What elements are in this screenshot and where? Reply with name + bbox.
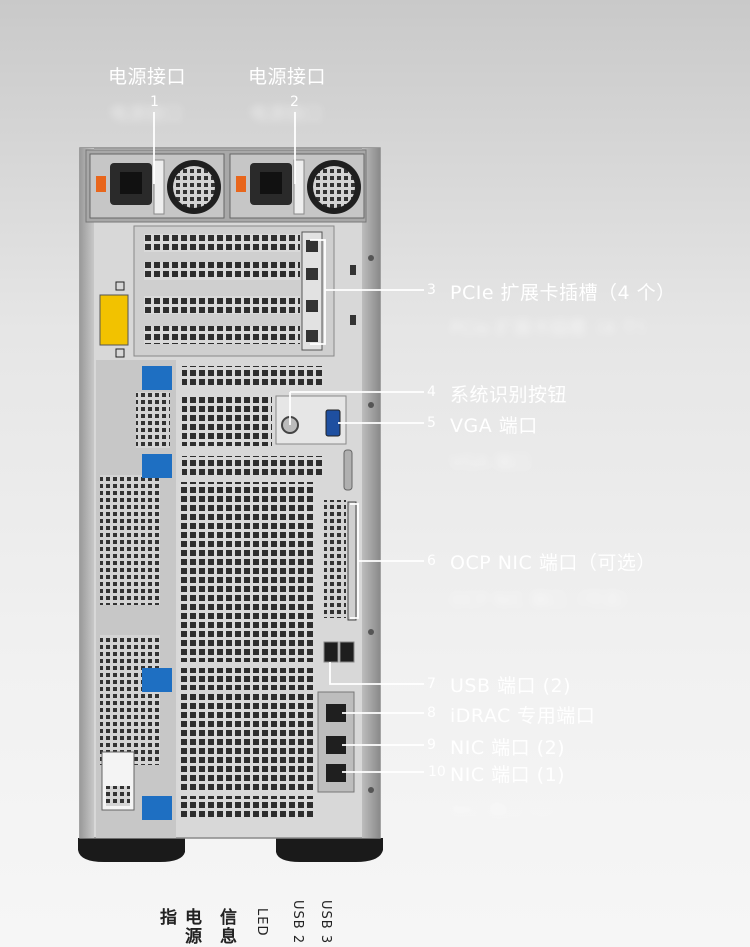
psu-label-1-reflection: 电源接口 [110, 104, 182, 125]
psu-2 [229, 153, 365, 219]
callout-5-number: 5 [427, 415, 436, 431]
callout-3-reflection: PCIe 扩展卡插槽（4 个） [450, 318, 657, 339]
left-foot [78, 838, 185, 862]
ocp-slot [347, 501, 357, 621]
callout-4-number: 4 [427, 384, 436, 400]
psu-1 [89, 153, 225, 219]
bottom-label-info: 信息 [216, 908, 236, 946]
callout-9-label: NIC 端口 (2) [450, 737, 566, 759]
blue-tab-3 [142, 668, 172, 692]
blue-tab-1 [142, 366, 172, 390]
psu-label-1-number: 1 [150, 94, 159, 110]
callout-8-label: iDRAC 专用端口 [450, 705, 596, 727]
caution-label [99, 294, 129, 346]
right-foot [276, 838, 383, 862]
psu-label-1: 电源接口 [108, 66, 187, 88]
usb-port-1 [323, 641, 339, 663]
callout-10-reflection: NIC 端口 (1) [450, 800, 555, 821]
psu-label-2-number: 2 [290, 94, 299, 110]
callout-7-label: USB 端口 (2) [450, 675, 571, 697]
callout-10-number: 10 [428, 764, 446, 780]
callout-7-number: 7 [427, 676, 436, 692]
blue-tab-2 [142, 454, 172, 478]
pcie-slots [144, 231, 323, 351]
psu-label-2: 电源接口 [248, 66, 327, 88]
callout-10-label: NIC 端口 (1) [450, 764, 566, 786]
bottom-label-led: LED [254, 908, 269, 937]
callout-9-number: 9 [427, 737, 436, 753]
bottom-label-power: 电源指 [156, 908, 201, 946]
callout-5-reflection: VGA 端口 [450, 452, 531, 473]
blue-tab-4 [142, 796, 172, 820]
nic-port-1 [326, 764, 346, 782]
callout-6-reflection: OCP NIC 端口（可选） [450, 590, 639, 611]
callout-8-number: 8 [427, 705, 436, 721]
bottom-label-usb2: USB 2 [290, 900, 305, 945]
callout-4-label: 系统识别按钮 [450, 384, 568, 406]
callout-3-number: 3 [427, 282, 436, 298]
usb-port-2 [339, 641, 355, 663]
bottom-label-usb3: USB 3 [318, 900, 333, 945]
idrac-port [326, 704, 346, 722]
psu-label-2-reflection: 电源接口 [250, 104, 322, 125]
callout-6-label: OCP NIC 端口（可选） [450, 552, 656, 574]
callout-5-label: VGA 端口 [450, 415, 538, 437]
nic-port-2 [326, 736, 346, 754]
callout-6-number: 6 [427, 553, 436, 569]
callout-3-label: PCIe 扩展卡插槽（4 个） [450, 282, 676, 304]
